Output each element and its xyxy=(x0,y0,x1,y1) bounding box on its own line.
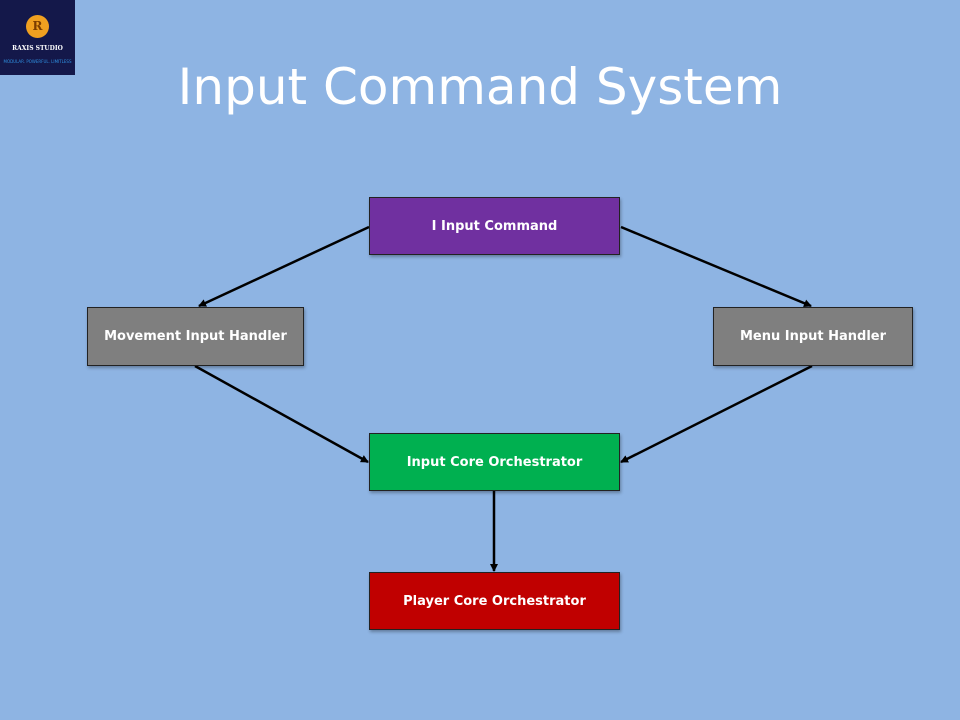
logo-brand: RAXIS STUDIO xyxy=(12,45,63,52)
node-input-core-orchestrator: Input Core Orchestrator xyxy=(369,433,620,491)
page-title: Input Command System xyxy=(177,58,783,116)
node-i-input-command: I Input Command xyxy=(369,197,620,255)
studio-logo: R RAXIS STUDIO MODULAR. POWERFUL. LIMITL… xyxy=(0,0,75,75)
node-label: Player Core Orchestrator xyxy=(403,593,586,609)
edge-iinput-menu xyxy=(620,225,812,308)
edge-movement-inputcore xyxy=(194,364,369,464)
node-player-core-orchestrator: Player Core Orchestrator xyxy=(369,572,620,630)
node-menu-input-handler: Menu Input Handler xyxy=(713,307,913,366)
logo-emblem-icon: R xyxy=(26,15,49,38)
node-label: Menu Input Handler xyxy=(739,329,887,344)
edge-iinput-movement xyxy=(198,225,370,308)
edge-menu-inputcore xyxy=(620,364,813,464)
node-label: Input Core Orchestrator xyxy=(406,454,583,470)
logo-tagline: MODULAR. POWERFUL. LIMITLESS xyxy=(3,59,72,64)
node-label: I Input Command xyxy=(431,218,558,234)
node-label: Movement Input Handler xyxy=(104,329,287,344)
node-movement-input-handler: Movement Input Handler xyxy=(87,307,304,366)
